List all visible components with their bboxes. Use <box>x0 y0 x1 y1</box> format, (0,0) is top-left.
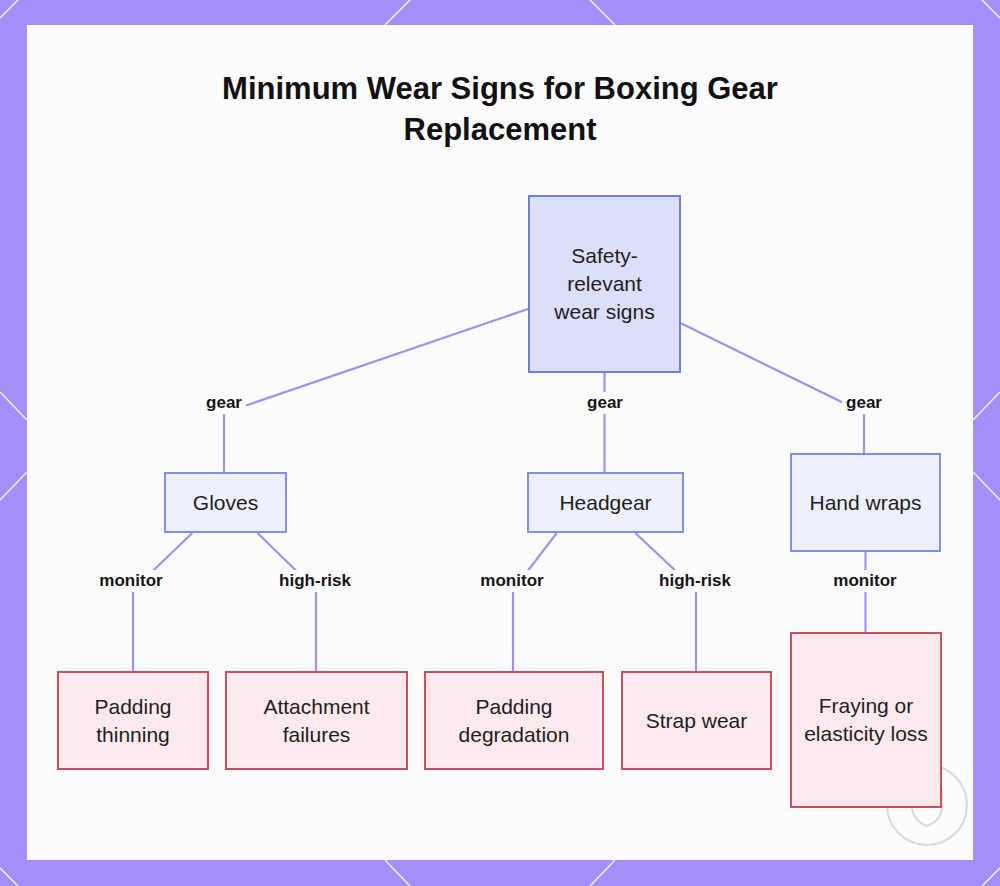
connector <box>681 323 864 453</box>
border-line <box>973 472 1000 500</box>
connector <box>224 309 528 472</box>
connector <box>513 533 557 671</box>
border-line <box>590 860 615 886</box>
node-text: Strap wear <box>633 707 760 735</box>
border-line <box>0 392 27 420</box>
root-box: Safety-relevant wear signs <box>528 195 681 373</box>
connector <box>133 533 192 671</box>
border-line <box>0 868 18 886</box>
border-line <box>0 472 27 500</box>
node-text: Fraying or elasticity loss <box>802 692 930 748</box>
border-line <box>0 0 18 18</box>
gear-box: Gloves <box>164 472 287 533</box>
wear-sign-box: Strap wear <box>621 671 772 770</box>
border-line <box>973 392 1000 420</box>
edge-label: gear <box>583 392 627 414</box>
edge-label: monitor <box>95 570 166 592</box>
node-text: Attachment failures <box>237 693 396 749</box>
edge-label: gear <box>842 392 886 414</box>
wear-sign-box: Attachment failures <box>225 671 408 770</box>
border-line <box>982 868 1000 886</box>
wear-sign-box: Padding thinning <box>57 671 209 770</box>
node-text: Safety-relevant wear signs <box>548 242 661 326</box>
border-line <box>385 860 410 886</box>
connector <box>635 533 696 671</box>
node-text: Padding thinning <box>69 693 197 749</box>
node-text: Padding degradation <box>436 693 592 749</box>
edge-label: high-risk <box>655 570 735 592</box>
edge-label: monitor <box>476 570 547 592</box>
edge-label: gear <box>202 392 246 414</box>
diagram-title: Minimum Wear Signs for Boxing Gear Repla… <box>180 68 820 150</box>
node-text: Hand wraps <box>802 489 929 517</box>
connector <box>603 373 605 472</box>
border-line <box>385 0 410 25</box>
node-text: Headgear <box>539 489 672 517</box>
edge-label: high-risk <box>275 570 355 592</box>
gear-box: Headgear <box>527 472 684 533</box>
border-line <box>590 0 615 25</box>
node-text: Gloves <box>176 489 275 517</box>
edge-label: monitor <box>829 570 900 592</box>
connector <box>864 552 866 632</box>
wear-sign-box: Fraying or elasticity loss <box>790 632 942 808</box>
connector <box>257 533 316 671</box>
gear-box: Hand wraps <box>790 453 941 552</box>
wear-sign-box: Padding degradation <box>424 671 604 770</box>
border-line <box>982 0 1000 18</box>
